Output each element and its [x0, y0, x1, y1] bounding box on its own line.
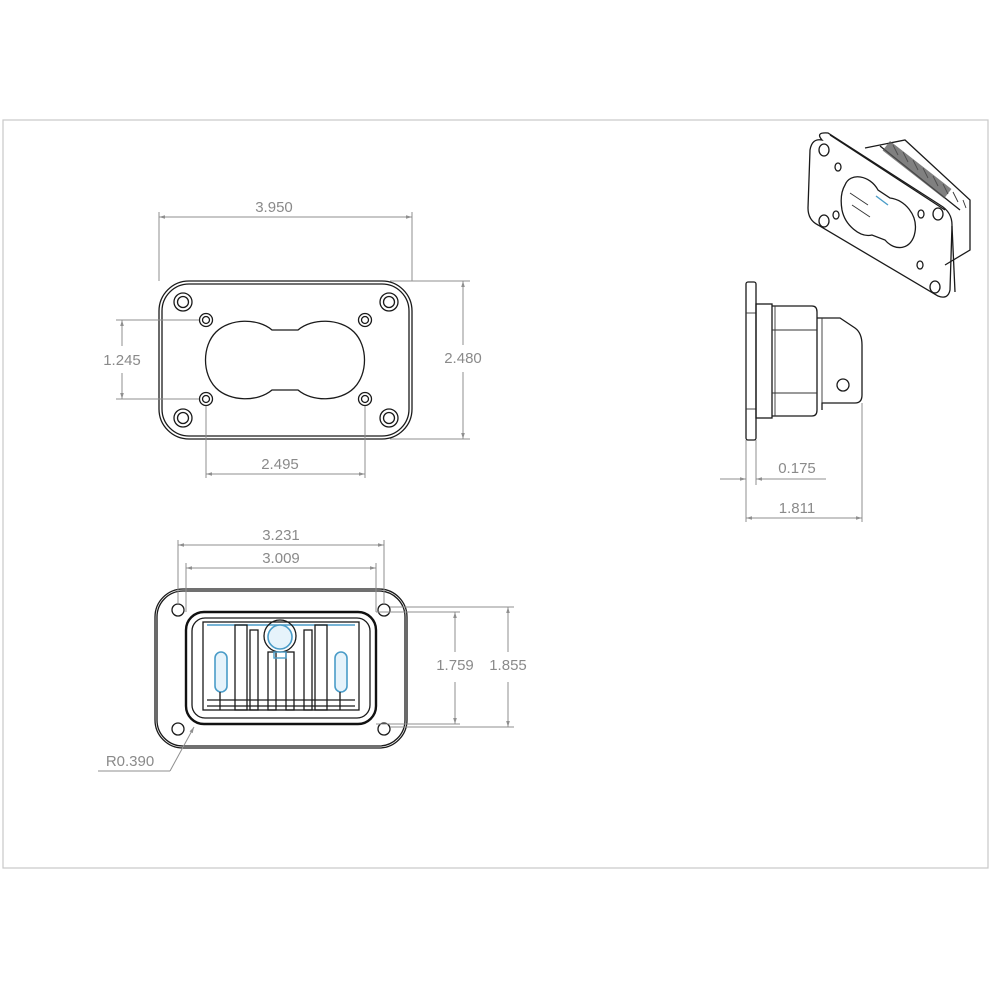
rear-view-housing	[154, 588, 408, 749]
front-view-mounting-plate	[158, 280, 413, 440]
dim-label-r0390: R0.390	[106, 753, 154, 770]
dimension-overall-width: 3.950	[158, 199, 413, 281]
dim-label-1855: 1.855	[489, 657, 527, 674]
dimension-outer-hole-height: 1.855	[390, 606, 527, 728]
dimension-overall-depth: 1.811	[746, 403, 863, 522]
dim-label-1811: 1.811	[779, 500, 815, 517]
dimension-overall-height: 2.480	[390, 280, 482, 440]
dim-label-3009: 3.009	[262, 550, 300, 567]
dim-label-2495: 2.495	[261, 456, 299, 473]
dim-label-0175: 0.175	[778, 460, 816, 477]
side-view	[745, 281, 863, 441]
dimension-inner-height: 1.759	[376, 611, 474, 725]
dimension-hole-vertical: 1.245	[103, 319, 199, 400]
dim-label-1759: 1.759	[436, 657, 474, 674]
dimension-outer-hole-spacing: 3.231	[177, 527, 385, 604]
dim-label-1245: 1.245	[103, 352, 141, 369]
isometric-view	[807, 132, 971, 298]
dim-label-3950: 3.950	[255, 199, 293, 216]
dimension-flange-thickness: 0.175	[720, 440, 826, 522]
dimension-corner-radius: R0.390	[98, 726, 195, 772]
dimension-inner-width: 3.009	[185, 550, 377, 612]
dim-label-2480: 2.480	[444, 350, 482, 367]
dimension-hole-horizontal: 2.495	[205, 406, 366, 478]
drawing-frame	[2, 119, 989, 869]
dim-label-3231: 3.231	[262, 527, 300, 544]
